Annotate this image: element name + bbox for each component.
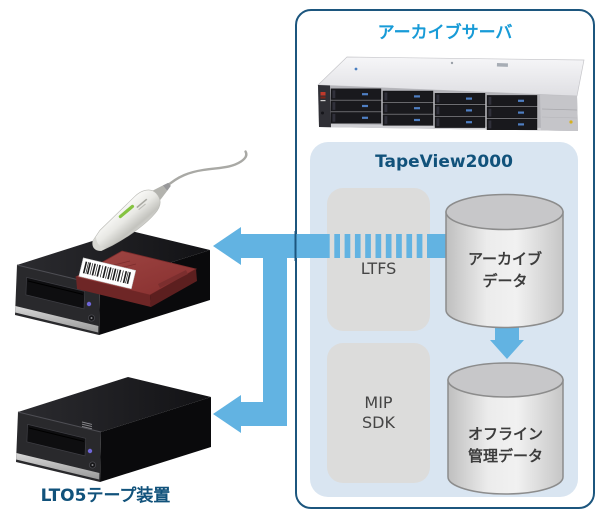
mip-sdk-module-box: MIP SDK (327, 343, 430, 483)
tape-device-label: LTO5テープ装置 (40, 486, 171, 506)
scanner-cable (164, 150, 248, 189)
offline-data-line2: 管理データ (467, 447, 543, 465)
offline-data-line1: オフライン (467, 425, 543, 443)
archive-data-line1: アーカイブ (467, 250, 543, 268)
archive-server-title: アーカイブサーバ (377, 23, 513, 43)
archive-data-line2: データ (482, 272, 528, 290)
offline-data-label: オフライン 管理データ (447, 423, 564, 467)
tape-drive-1-illustration (14, 229, 211, 336)
mip-label-line2: SDK (362, 413, 395, 432)
ltfs-module-box: LTFS (327, 188, 430, 331)
tape-cartridge-illustration (74, 250, 198, 307)
barcode-scanner-illustration (92, 150, 248, 252)
branch-to-drive2-arrow (213, 256, 287, 433)
tape-drive-2-illustration (15, 376, 212, 483)
tapeview-title: TapeView2000 (375, 152, 513, 172)
scanner-indicator-stripe (118, 204, 135, 219)
mip-label-line1: MIP (364, 393, 393, 412)
archive-data-label: アーカイブ データ (446, 248, 564, 292)
barcode-label (78, 257, 137, 290)
ltfs-label: LTFS (360, 259, 397, 278)
